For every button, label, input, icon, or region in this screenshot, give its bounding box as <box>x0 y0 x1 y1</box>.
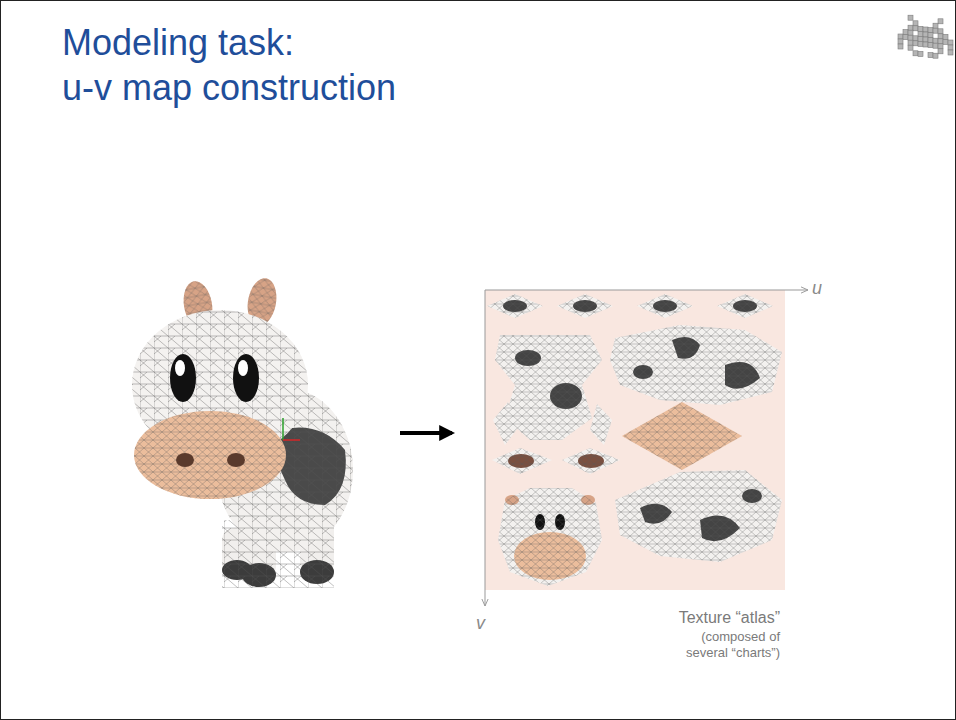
icon-pixel <box>918 36 923 41</box>
icon-pixel <box>928 28 933 33</box>
icon-pixel <box>948 45 953 50</box>
icon-pixel <box>908 45 913 50</box>
transform-arrow <box>400 431 452 435</box>
icon-pixel <box>943 39 948 44</box>
icon-pixel <box>923 42 928 47</box>
icon-pixel <box>938 39 943 44</box>
icon-pixel <box>933 28 938 33</box>
icon-pixel <box>918 31 923 36</box>
icon-pixel <box>918 41 923 46</box>
atlas-note: (composed of several “charts”) <box>668 629 780 660</box>
icon-pixel <box>923 27 928 32</box>
icon-pixel <box>928 43 933 48</box>
icon-pixel <box>898 34 903 39</box>
space-invader-icon <box>898 15 953 58</box>
line-spacer <box>312 20 422 60</box>
icon-pixel <box>923 32 928 37</box>
icon-pixel <box>908 30 913 35</box>
axis-label: v <box>476 614 496 634</box>
icon-pixel <box>943 34 948 39</box>
icon-pixel <box>928 33 933 38</box>
icon-pixel <box>918 51 923 56</box>
slide-title: Modeling task: u-v map construction <box>62 20 422 110</box>
axis-label: u <box>812 279 832 299</box>
icon-pixel <box>903 35 908 40</box>
atlas-caption: Texture “atlas” <box>580 608 780 627</box>
icon-pixel <box>918 26 923 31</box>
icon-pixel <box>933 43 938 48</box>
icon-pixel <box>938 49 943 54</box>
icon-pixel <box>948 50 953 55</box>
icon-pixel <box>903 30 908 35</box>
icon-pixel <box>938 34 943 39</box>
u-axis <box>485 290 808 291</box>
icon-pixel <box>933 38 938 43</box>
icon-pixel <box>928 53 933 58</box>
icon-pixel <box>913 26 918 31</box>
icon-pixel <box>913 21 918 26</box>
icon-pixel <box>913 36 918 41</box>
icon-pixel <box>898 39 903 44</box>
icon-pixel <box>948 40 953 45</box>
cow-mesh-model <box>132 276 353 588</box>
v-axis <box>485 290 486 606</box>
icon-pixel <box>938 19 943 24</box>
icon-pixel <box>908 35 913 40</box>
icon-pixel <box>933 53 938 58</box>
icon-pixel <box>923 37 928 42</box>
icon-pixel <box>913 41 918 46</box>
icon-pixel <box>928 38 933 43</box>
icon-pixel <box>908 15 913 20</box>
texture-atlas <box>485 290 785 590</box>
icon-pixel <box>898 44 903 49</box>
icon-pixel <box>938 44 943 49</box>
icon-pixel <box>933 23 938 28</box>
icon-pixel <box>908 25 913 30</box>
icon-pixel <box>913 51 918 56</box>
icon-pixel <box>908 40 913 45</box>
icon-pixel <box>938 29 943 34</box>
